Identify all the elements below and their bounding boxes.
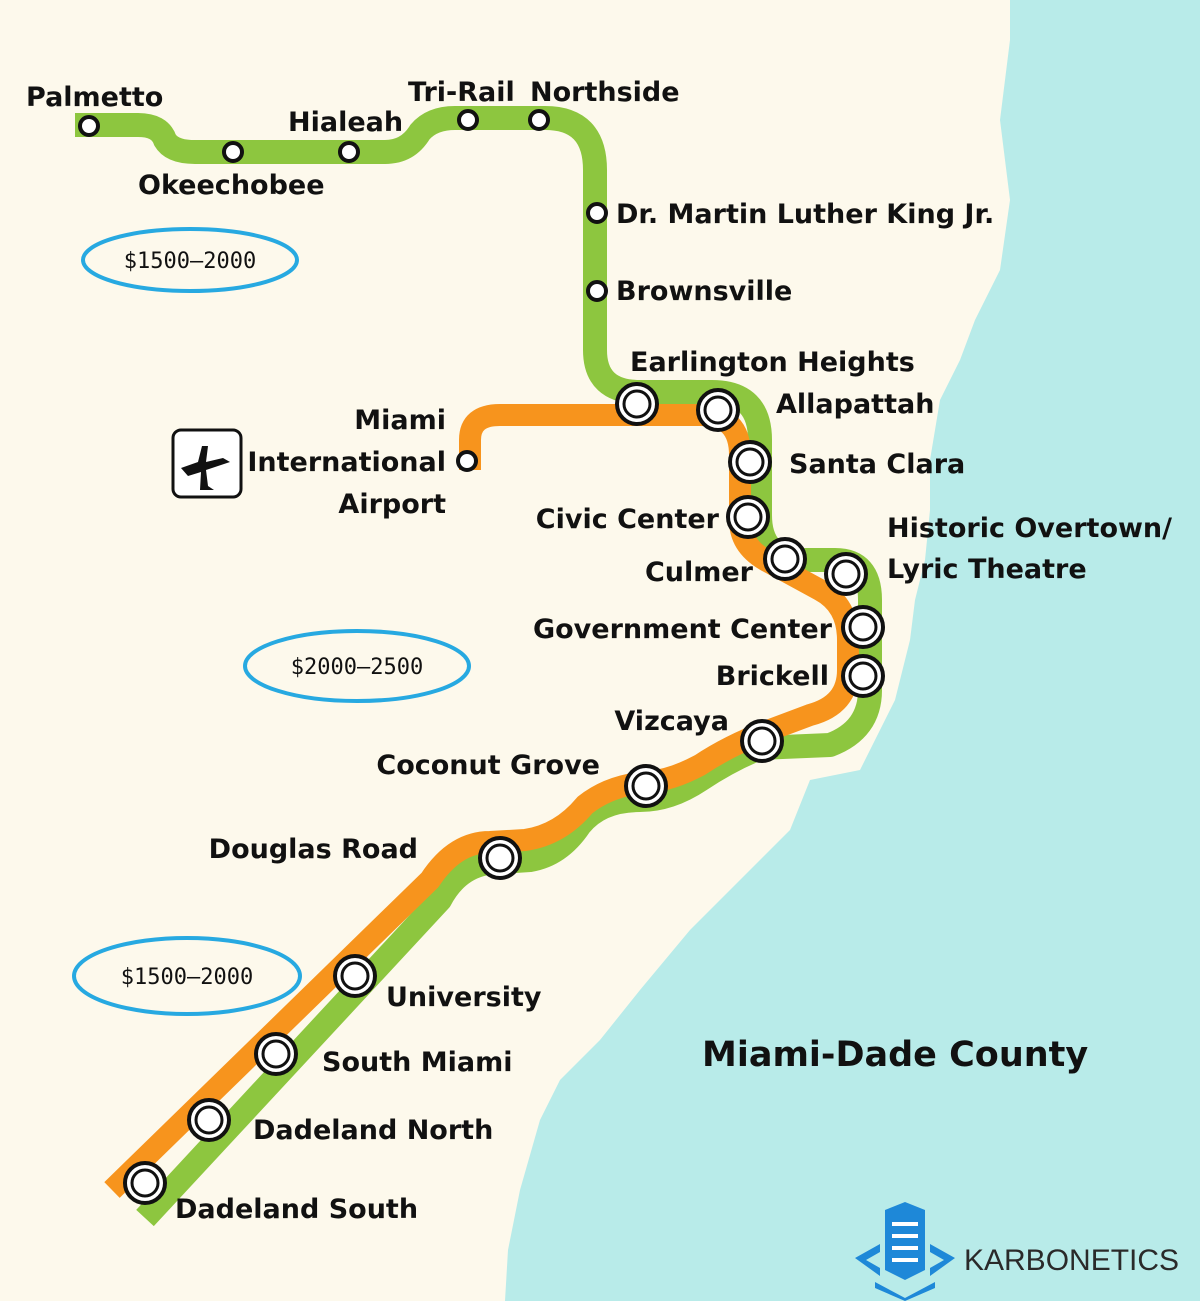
station-historic-overtown[interactable]: Historic Overtown/ Lyric Theatre: [824, 513, 1172, 596]
station-marker: [586, 202, 608, 224]
station-marker: [78, 115, 100, 137]
station-santa-clara[interactable]: Santa Clara: [728, 440, 965, 484]
station-label: Northside: [530, 77, 680, 108]
airport-label-line-2: International: [247, 447, 446, 478]
station-culmer[interactable]: Culmer: [645, 537, 807, 588]
station-south-miami[interactable]: South Miami: [254, 1032, 512, 1078]
logo-text: KARBONETICS: [964, 1244, 1179, 1277]
airport-label-line-3: Airport: [338, 489, 446, 520]
station-label: Allapattah: [776, 389, 934, 420]
station-label-line-2: Lyric Theatre: [887, 554, 1087, 585]
station-earlington-heights[interactable]: Earlington Heights: [615, 347, 915, 426]
station-tri-rail[interactable]: Tri-Rail: [408, 77, 515, 131]
price-zone-central-label: $2000–2500: [291, 655, 423, 680]
station-mlk[interactable]: Dr. Martin Luther King Jr.: [586, 199, 994, 230]
station-marker: [586, 280, 608, 302]
station-label: University: [386, 982, 542, 1013]
station-label: South Miami: [322, 1047, 512, 1078]
station-label: Hialeah: [288, 107, 403, 138]
station-label: Dr. Martin Luther King Jr.: [616, 199, 994, 230]
station-label: Santa Clara: [789, 449, 965, 480]
station-marker: [457, 109, 479, 131]
price-zone-north-label: $1500–2000: [124, 249, 256, 274]
station-coconut-grove[interactable]: Coconut Grove: [376, 750, 668, 808]
station-label: Tri-Rail: [408, 77, 515, 108]
station-label: Dadeland South: [175, 1194, 418, 1225]
station-label: Earlington Heights: [630, 347, 915, 378]
station-label: Coconut Grove: [376, 750, 600, 781]
station-label: Douglas Road: [209, 834, 418, 865]
station-northside[interactable]: Northside: [528, 77, 680, 131]
station-label: Civic Center: [536, 504, 720, 535]
station-palmetto[interactable]: Palmetto: [26, 82, 163, 137]
station-label: Palmetto: [26, 82, 163, 113]
station-civic-center[interactable]: Civic Center: [536, 495, 770, 539]
station-hialeah[interactable]: Hialeah: [288, 107, 403, 163]
building-logo-icon: [855, 1202, 955, 1301]
station-label-line-1: Historic Overtown/: [887, 513, 1172, 544]
station-dadeland-north[interactable]: Dadeland North: [187, 1098, 493, 1146]
station-label: Brownsville: [616, 276, 792, 307]
station-label: Brickell: [716, 661, 829, 692]
station-label: Dadeland North: [253, 1115, 493, 1146]
ocean-water: [505, 0, 1200, 1301]
station-mia[interactable]: [456, 450, 478, 472]
county-label: Miami-Dade County: [702, 1035, 1088, 1075]
station-allapattah[interactable]: Allapattah: [696, 388, 934, 432]
price-zone-north: $1500–2000: [81, 227, 299, 293]
station-government-center[interactable]: Government Center: [533, 605, 885, 649]
price-zone-south: $1500–2000: [72, 936, 302, 1016]
station-label: Vizcaya: [614, 706, 729, 737]
station-label: Government Center: [533, 614, 833, 645]
station-dadeland-south[interactable]: Dadeland South: [123, 1161, 418, 1225]
station-marker: [338, 141, 360, 163]
station-brickell[interactable]: Brickell: [716, 654, 885, 698]
station-label: Okeechobee: [138, 170, 325, 201]
station-label: Culmer: [645, 557, 754, 588]
station-okeechobee[interactable]: Okeechobee: [138, 141, 325, 201]
station-vizcaya[interactable]: Vizcaya: [614, 706, 784, 763]
station-university[interactable]: University: [333, 954, 542, 1013]
airplane-icon: [171, 428, 243, 499]
orange-line-route: [104, 404, 859, 1198]
station-marker: [528, 109, 550, 131]
station-douglas-road[interactable]: Douglas Road: [209, 834, 522, 880]
station-brownsville[interactable]: Brownsville: [586, 276, 792, 307]
price-zone-south-label: $1500–2000: [121, 965, 253, 990]
airport-label-line-1: Miami: [354, 405, 446, 436]
station-marker: [456, 450, 478, 472]
price-zone-central: $2000–2500: [243, 629, 471, 703]
station-marker: [222, 141, 244, 163]
